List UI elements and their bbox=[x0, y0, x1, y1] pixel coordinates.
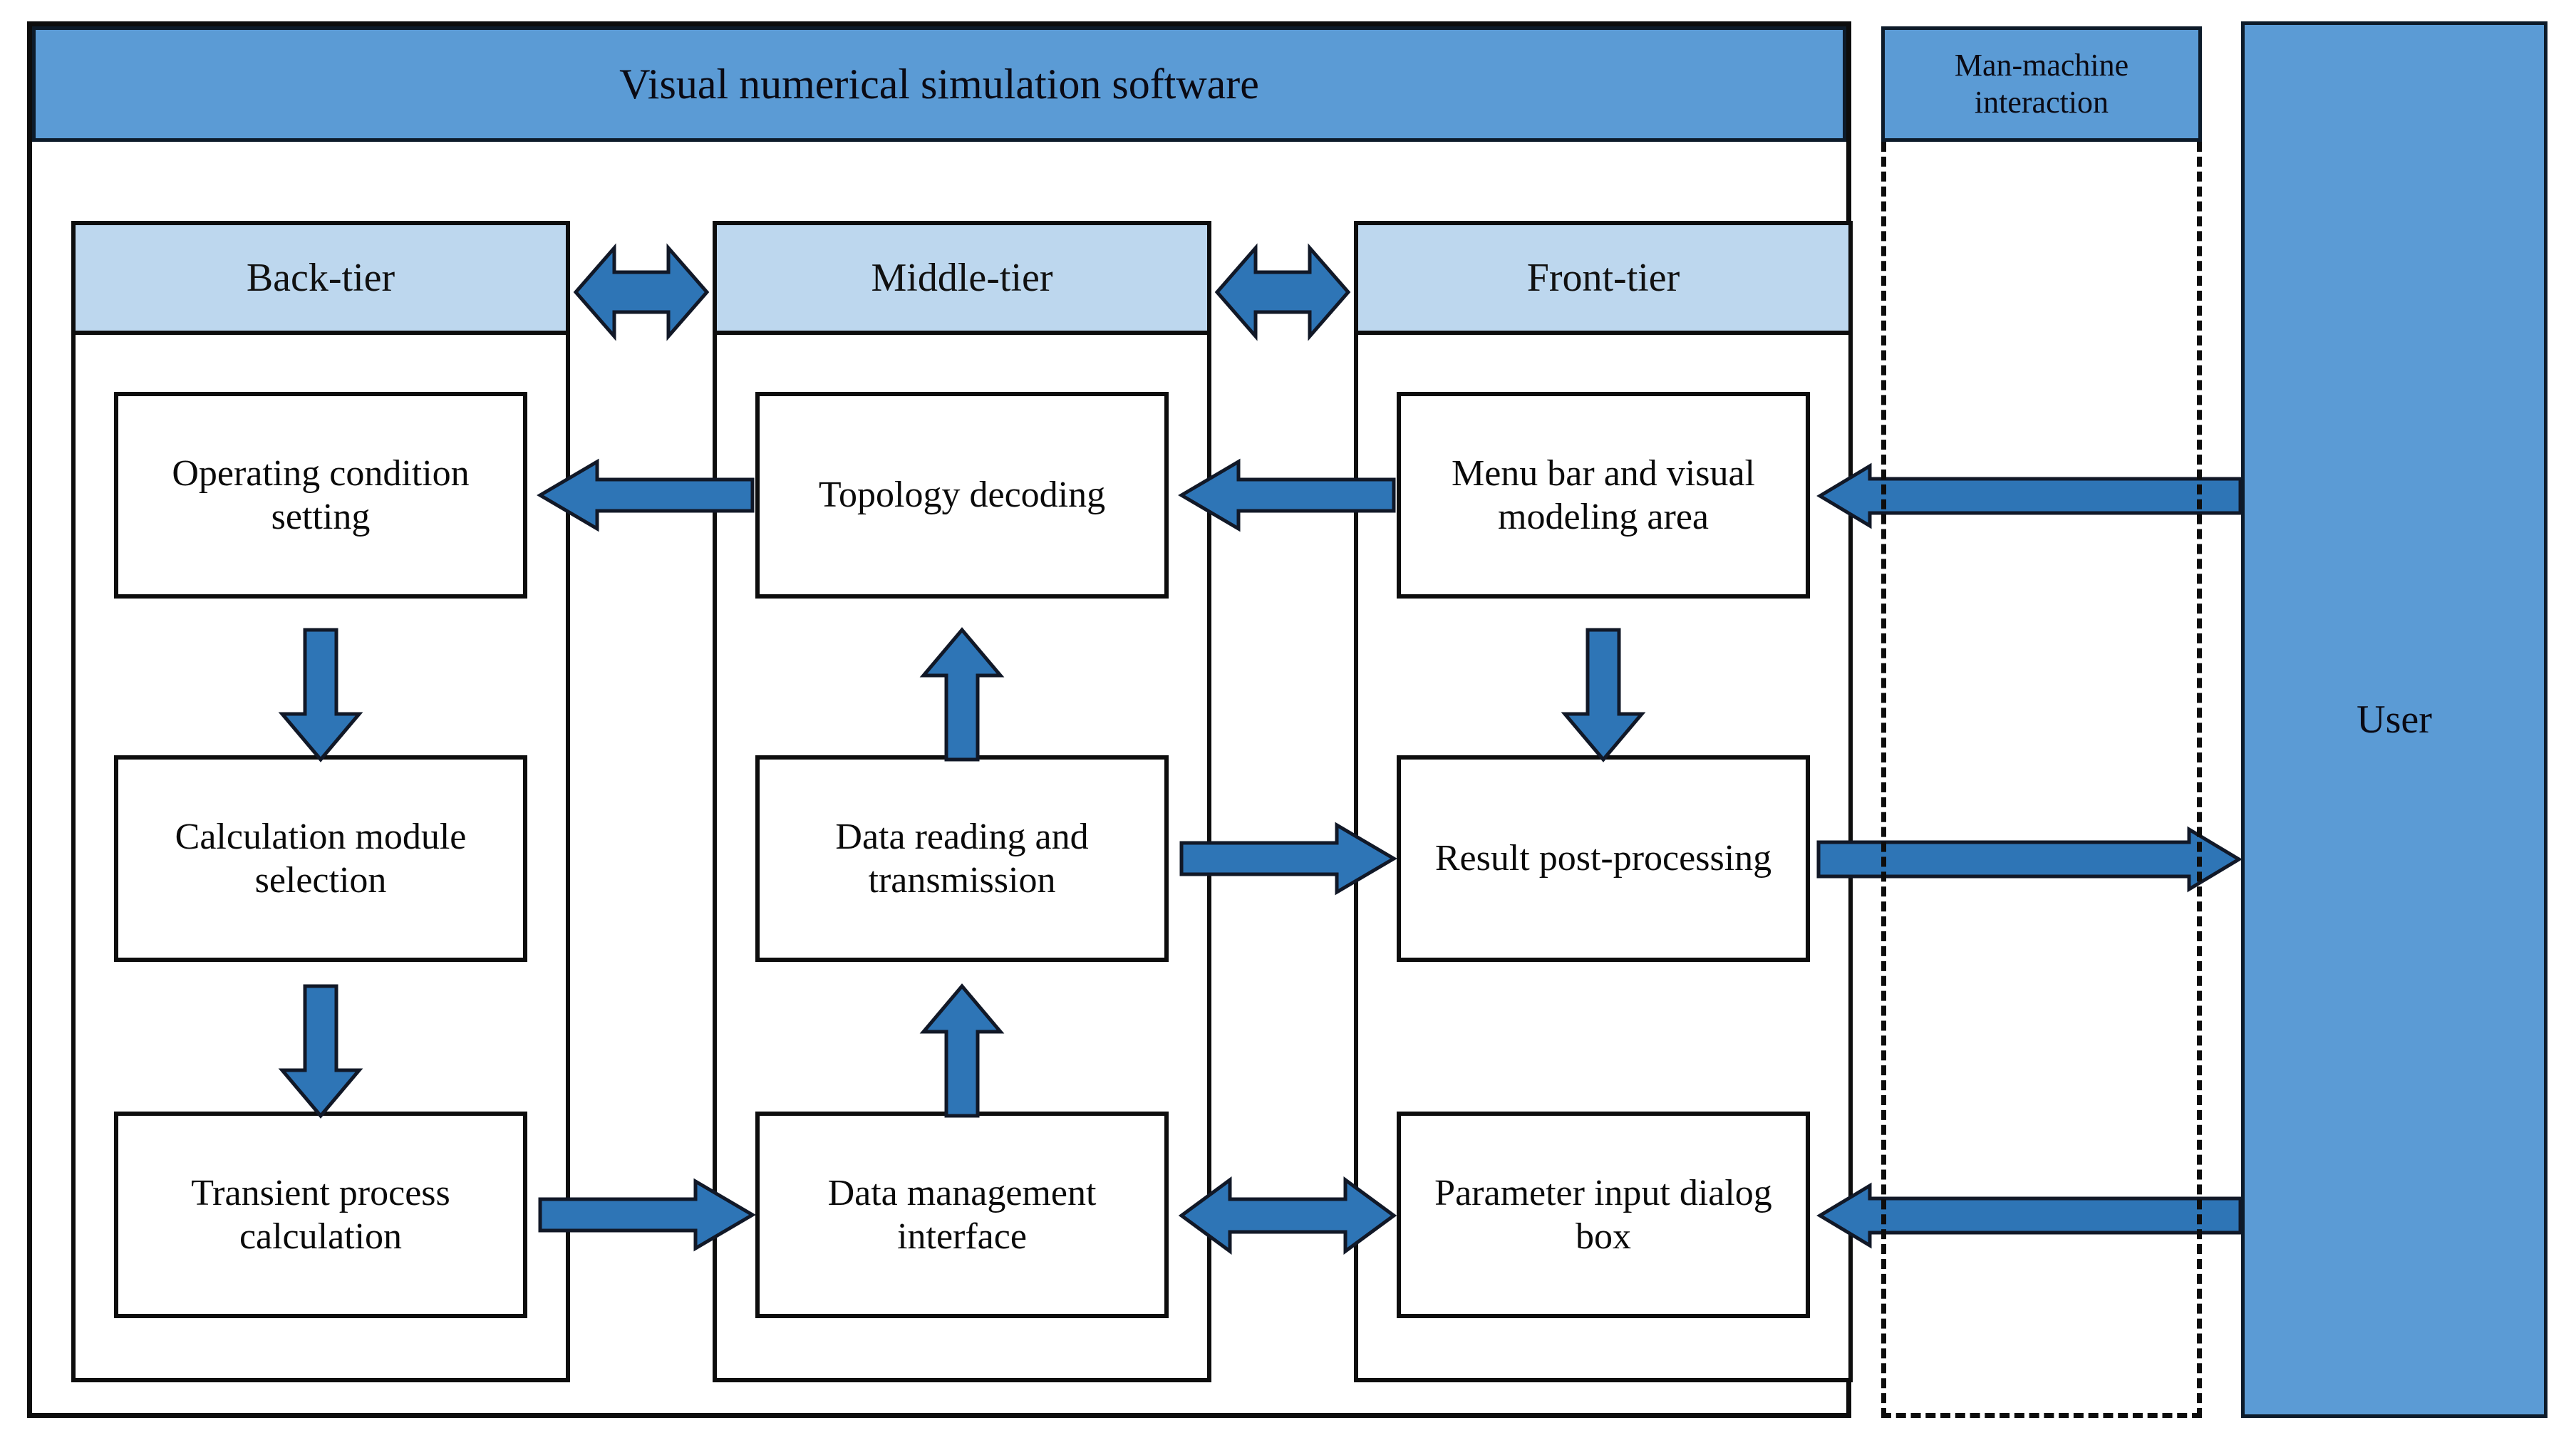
man-machine-label-line1: Man-machine bbox=[1954, 48, 2129, 83]
arrow-transient-to-datamanagement bbox=[538, 1178, 756, 1252]
back-tier-header: Back-tier bbox=[71, 221, 570, 335]
arrow-menubar-to-result bbox=[1561, 628, 1646, 762]
arrow-user-to-parameter bbox=[1816, 1182, 2243, 1249]
middle-tier-header: Middle-tier bbox=[713, 221, 1211, 335]
man-machine-interaction-header: Man-machine interaction bbox=[1881, 26, 2202, 142]
box-data-reading-and-transmission[interactable]: Data reading and transmission bbox=[755, 755, 1169, 962]
arrow-operating-to-calculation bbox=[278, 628, 363, 762]
box-menu-bar-and-visual-modeling-area[interactable]: Menu bar and visual modeling area bbox=[1397, 392, 1810, 599]
arrow-middle-front-tier-link bbox=[1214, 243, 1351, 341]
box-data-management-interface[interactable]: Data management interface bbox=[755, 1112, 1169, 1318]
user-panel: User bbox=[2241, 21, 2547, 1418]
arrow-user-to-menubar bbox=[1816, 462, 2243, 529]
box-transient-process-calculation[interactable]: Transient process calculation bbox=[114, 1112, 527, 1318]
arrow-calculation-to-transient bbox=[278, 984, 363, 1119]
box-parameter-input-dialog-box[interactable]: Parameter input dialog box bbox=[1397, 1112, 1810, 1318]
box-result-post-processing[interactable]: Result post-processing bbox=[1397, 755, 1810, 962]
software-title-banner: Visual numerical simulation software bbox=[32, 26, 1846, 142]
box-topology-decoding[interactable]: Topology decoding bbox=[755, 392, 1169, 599]
arrow-datamanagement-to-datareading bbox=[919, 983, 1005, 1118]
arrow-back-middle-tier-link bbox=[573, 243, 710, 341]
box-calculation-module-selection[interactable]: Calculation module selection bbox=[114, 755, 527, 962]
box-operating-condition-setting[interactable]: Operating condition setting bbox=[114, 392, 527, 599]
arrow-menubar-to-topology bbox=[1178, 458, 1396, 532]
arrow-datareading-to-result bbox=[1179, 822, 1397, 896]
man-machine-label-line2: interaction bbox=[1974, 85, 2109, 120]
front-tier-header: Front-tier bbox=[1354, 221, 1853, 335]
arrow-datareading-to-topology bbox=[919, 627, 1005, 762]
arrow-topology-to-operating bbox=[537, 458, 755, 532]
arrow-result-to-user bbox=[1816, 826, 2243, 893]
arrow-datamanagement-parameter-link bbox=[1178, 1176, 1397, 1255]
man-machine-interaction-region bbox=[1881, 142, 2202, 1418]
